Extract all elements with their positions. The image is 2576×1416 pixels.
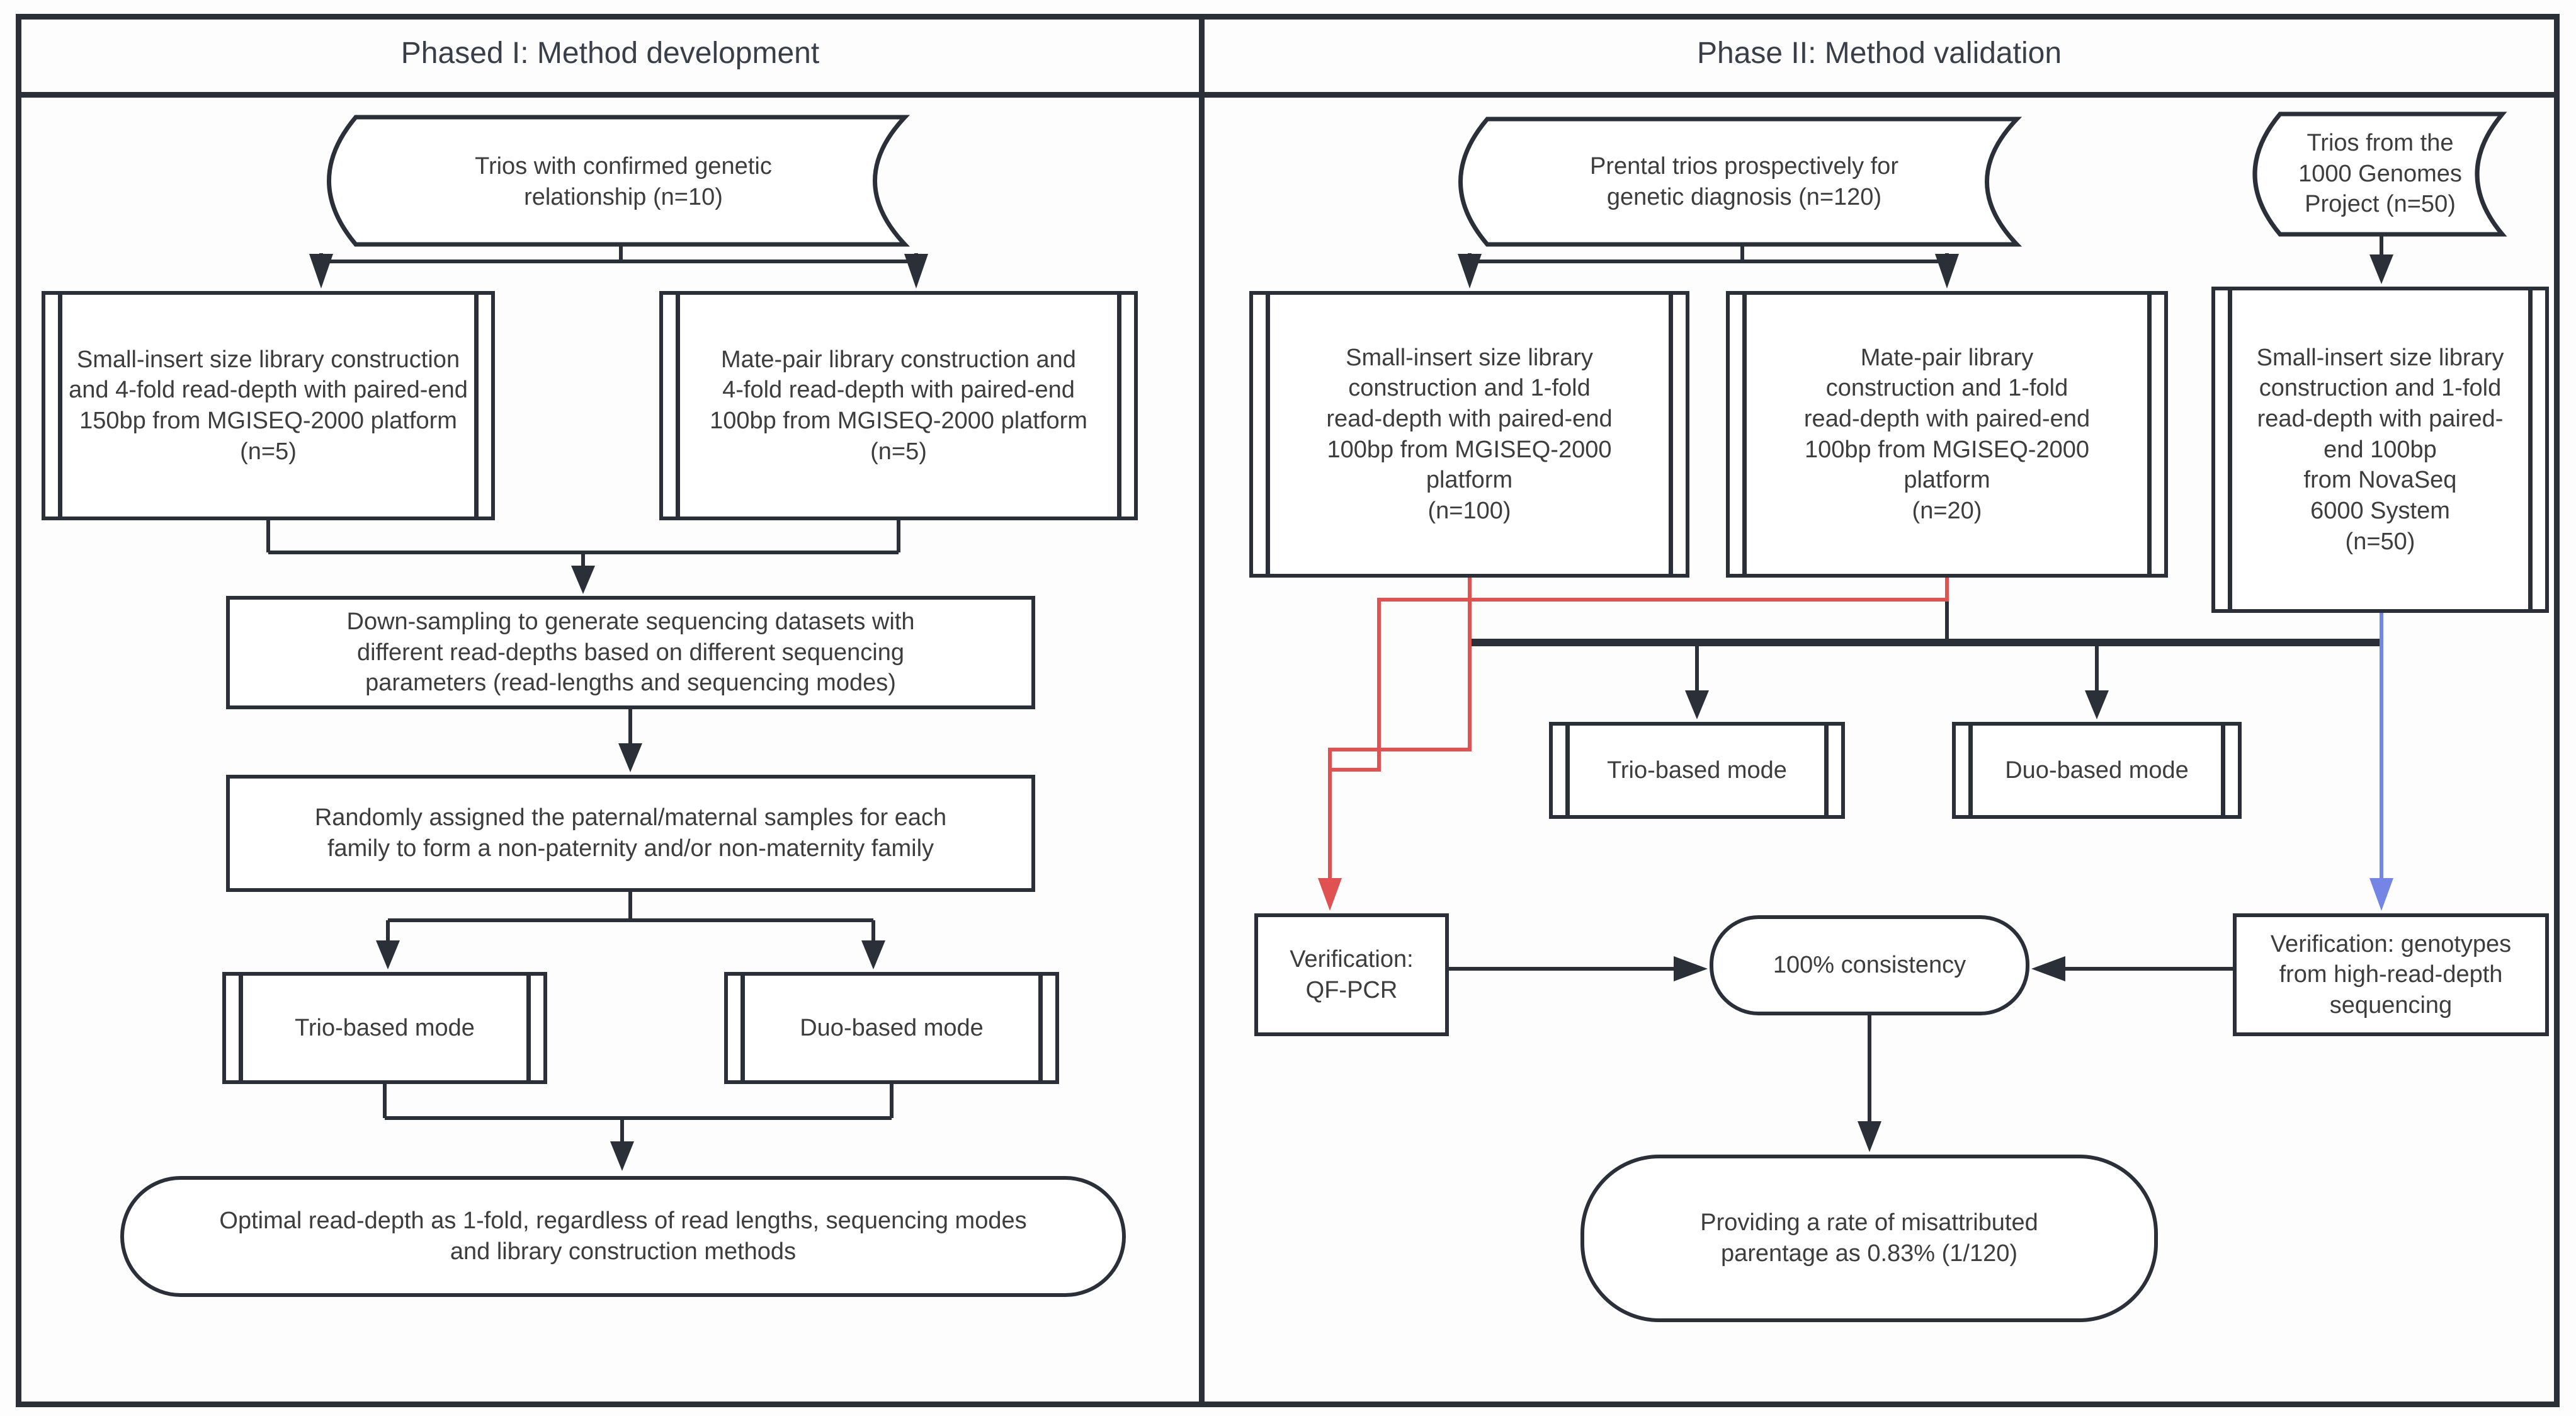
node-prenatal-trios: Prental trios prospectively for genetic … [1486, 129, 2002, 235]
node-consistency: 100% consistency [1710, 915, 2029, 1015]
phase2-title: Phase II: Method validation [1205, 14, 2554, 92]
node-1000-genomes-text: Trios from the 1000 Genomes Project (n=5… [2298, 130, 2462, 218]
phase1-title: Phased I: Method development [21, 14, 1199, 92]
node-p1-trio-mode-text: Trio-based mode [295, 1014, 475, 1041]
node-downsampling: Down-sampling to generate sequencing dat… [226, 596, 1035, 709]
node-p2-trio-mode-text: Trio-based mode [1607, 757, 1787, 784]
node-p1-mate-pair-library-text: Mate-pair library construction and 4-fol… [710, 346, 1087, 465]
node-trios-confirmed: Trios with confirmed genetic relationshi… [353, 126, 894, 238]
node-p2-small-insert-library-text: Small-insert size library construction a… [1326, 344, 1613, 524]
node-p1-duo-mode-text: Duo-based mode [800, 1014, 984, 1041]
node-trios-confirmed-text: Trios with confirmed genetic relationshi… [475, 153, 772, 210]
node-verification-qfpcr-text: Verification: QF-PCR [1290, 945, 1414, 1003]
node-p1-conclusion: Optimal read-depth as 1-fold, regardless… [120, 1176, 1126, 1297]
doc-shape-trios-confirmed [327, 115, 911, 247]
panel-divider [1199, 14, 1205, 1407]
phase2-title-text: Phase II: Method validation [1696, 36, 2062, 70]
phase2-blue-connector [2369, 613, 2393, 911]
doc-shape-1000-genomes [2252, 111, 2507, 237]
node-p1-small-insert-library-text: Small-insert size library construction a… [69, 346, 468, 465]
node-consistency-text: 100% consistency [1773, 952, 1966, 979]
stored-data-shapes [327, 111, 2507, 247]
node-p2-conclusion-text: Providing a rate of misattributed parent… [1700, 1209, 2038, 1267]
node-p2-novaseq-library-text: Small-insert size library construction a… [2256, 344, 2504, 555]
node-p1-small-insert-library: Small-insert size library construction a… [42, 291, 495, 520]
phase2-black-connectors [1449, 234, 2393, 1152]
node-p2-trio-mode: Trio-based mode [1549, 722, 1845, 819]
node-p2-duo-mode: Duo-based mode [1952, 722, 2242, 819]
outer-frame [16, 14, 2560, 1407]
node-p1-mate-pair-library: Mate-pair library construction and 4-fol… [659, 291, 1138, 520]
node-random-assignment: Randomly assigned the paternal/maternal … [226, 775, 1035, 892]
node-p1-trio-mode: Trio-based mode [222, 972, 547, 1084]
node-p2-novaseq-library: Small-insert size library construction a… [2211, 287, 2549, 613]
node-1000-genomes: Trios from the 1000 Genomes Project (n=5… [2270, 121, 2490, 227]
node-verification-genotypes: Verification: genotypes from high-read-d… [2233, 913, 2549, 1036]
node-p2-mate-pair-library-text: Mate-pair library construction and 1-fol… [1803, 344, 2091, 524]
node-verification-genotypes-text: Verification: genotypes from high-read-d… [2270, 930, 2512, 1019]
phase2-red-connectors [1318, 578, 1949, 911]
node-p2-conclusion: Providing a rate of misattributed parent… [1580, 1155, 2158, 1322]
node-prenatal-trios-text: Prental trios prospectively for genetic … [1590, 153, 1898, 210]
node-verification-qfpcr: Verification: QF-PCR [1254, 913, 1449, 1036]
node-random-assignment-text: Randomly assigned the paternal/maternal … [314, 804, 947, 862]
node-p1-duo-mode: Duo-based mode [724, 972, 1059, 1084]
title-separator [16, 92, 2560, 98]
node-p1-conclusion-text: Optimal read-depth as 1-fold, regardless… [219, 1208, 1027, 1265]
phase1-title-text: Phased I: Method development [400, 36, 820, 70]
node-p2-small-insert-library: Small-insert size library construction a… [1249, 291, 1689, 578]
phase1-connectors [266, 244, 928, 1171]
node-p2-duo-mode-text: Duo-based mode [2005, 757, 2189, 784]
node-p2-mate-pair-library: Mate-pair library construction and 1-fol… [1726, 291, 2168, 578]
node-downsampling-text: Down-sampling to generate sequencing dat… [346, 608, 915, 697]
doc-shape-prenatal-trios [1458, 117, 2023, 247]
